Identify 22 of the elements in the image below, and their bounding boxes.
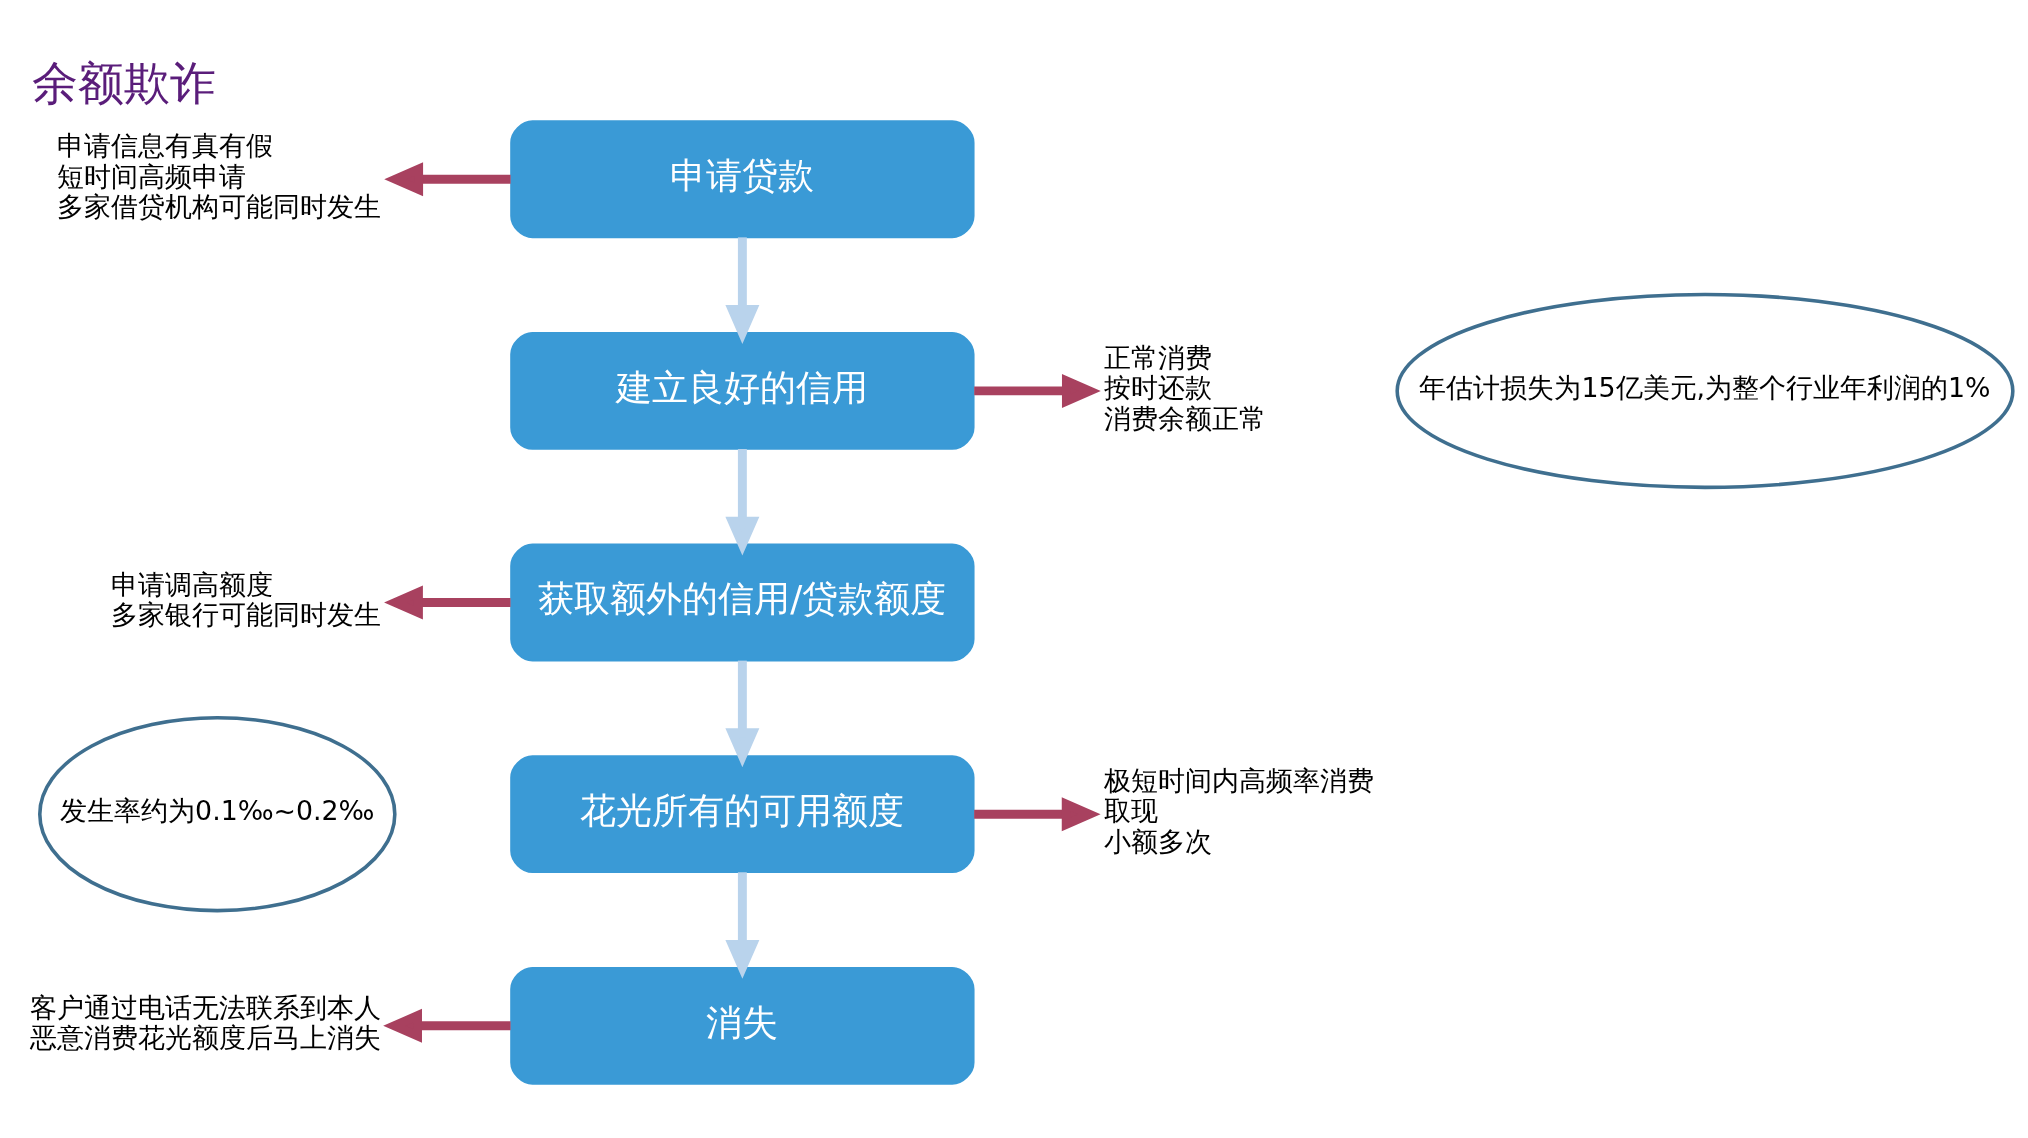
node-text: 极短时间内高频率消费 取现 小额多次 bbox=[1104, 764, 1375, 857]
node-text: 客户通过电话无法联系到本人 恶意消费花光额度后马上消失 bbox=[29, 991, 381, 1053]
arrow bbox=[725, 236, 760, 344]
arrow bbox=[384, 585, 511, 620]
arrow bbox=[725, 871, 760, 979]
node-box: 建立良好的信用 bbox=[510, 331, 975, 450]
arrow bbox=[725, 660, 760, 767]
node-text: 正常消费 按时还款 消费余额正常 bbox=[1104, 341, 1267, 434]
arrow bbox=[974, 373, 1101, 408]
node-ellipse: 年估计损失为15亿美元,为整个行业年利润的1% bbox=[1395, 292, 2015, 489]
node-box: 申请贷款 bbox=[510, 119, 975, 238]
node-box: 花光所有的可用额度 bbox=[510, 754, 975, 873]
diagram-title: 余额欺诈 bbox=[32, 55, 217, 110]
arrow bbox=[725, 448, 760, 556]
node-box: 消失 bbox=[510, 966, 975, 1085]
node-text: 申请信息有真有假 短时间高频申请 多家借贷机构可能同时发生 bbox=[57, 129, 382, 222]
node-ellipse: 发生率约为0.1‰~0.2‰ bbox=[38, 715, 397, 912]
node-box: 获取额外的信用/贷款额度 bbox=[510, 543, 975, 661]
arrow bbox=[974, 796, 1101, 831]
arrow bbox=[384, 161, 511, 196]
arrow bbox=[383, 1008, 511, 1043]
node-text: 申请调高额度 多家银行可能同时发生 bbox=[111, 568, 382, 630]
